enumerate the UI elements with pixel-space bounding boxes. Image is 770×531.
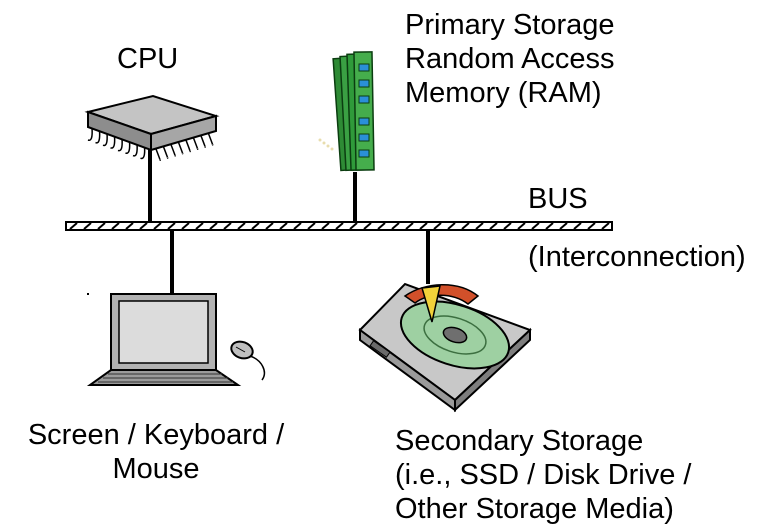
cpu-label: CPU bbox=[117, 42, 178, 76]
bus-dash bbox=[125, 222, 134, 230]
secondary-label-line-1: Secondary Storage bbox=[395, 425, 644, 457]
bus-dash bbox=[167, 222, 176, 230]
ram-label-line-2: Random Access bbox=[405, 43, 615, 75]
bus-dash bbox=[531, 222, 540, 230]
bus-dash bbox=[279, 222, 288, 230]
bus-dash bbox=[307, 222, 316, 230]
bus-dash bbox=[153, 222, 162, 230]
bus-dash bbox=[223, 222, 232, 230]
bus-dash bbox=[573, 222, 582, 230]
bus-dash bbox=[265, 222, 274, 230]
hard-disk-icon bbox=[358, 282, 532, 413]
laptop-icon bbox=[86, 293, 242, 386]
bus-dash bbox=[545, 222, 554, 230]
bus-dash bbox=[69, 222, 78, 230]
secondary-label-line-3: Other Storage Media) bbox=[395, 493, 674, 525]
bus-dash bbox=[363, 222, 372, 230]
interconnection-label-text: (Interconnection) bbox=[528, 241, 746, 273]
bus-dash bbox=[181, 222, 190, 230]
bus-dash bbox=[83, 222, 92, 230]
secondary-label-line-2: (i.e., SSD / Disk Drive / bbox=[395, 459, 692, 491]
ram-label: Primary Storage Random Access Memory (RA… bbox=[405, 8, 615, 110]
connectors bbox=[148, 148, 430, 294]
io-label: Screen / Keyboard / Mouse bbox=[6, 418, 306, 486]
cpu-pin bbox=[102, 133, 108, 147]
cpu-pin bbox=[117, 138, 123, 152]
bus-dash bbox=[111, 222, 120, 230]
bus-dash bbox=[237, 222, 246, 230]
cpu-pin bbox=[207, 133, 214, 146]
cpu-pin bbox=[177, 142, 184, 155]
io-label-line-1: Screen / Keyboard / bbox=[27, 419, 285, 451]
bus-dash bbox=[489, 222, 498, 230]
cpu-pin bbox=[155, 148, 161, 162]
ram-label-line-1: Primary Storage bbox=[405, 9, 615, 41]
bus-dash bbox=[97, 222, 106, 230]
bus-dash bbox=[517, 222, 526, 230]
bus-dash bbox=[419, 222, 428, 230]
bus-label: BUS bbox=[528, 182, 588, 216]
bus-dash bbox=[195, 222, 204, 230]
cpu-pin bbox=[200, 135, 206, 148]
bus-dash bbox=[503, 222, 512, 230]
bus-dash bbox=[587, 222, 596, 230]
cpu-chip-icon bbox=[84, 94, 220, 162]
mouse-icon bbox=[230, 340, 266, 381]
cpu-pin bbox=[185, 139, 191, 153]
ram-module-icon bbox=[318, 51, 375, 172]
cpu-pin bbox=[95, 130, 101, 144]
cpu-pin bbox=[87, 127, 93, 141]
bus-dash-pattern bbox=[69, 222, 610, 230]
bus-bar bbox=[65, 221, 613, 231]
io-label-line-2: Mouse bbox=[112, 453, 200, 485]
bus-dash bbox=[433, 222, 442, 230]
cpu-pin bbox=[170, 144, 176, 157]
cpu-pin bbox=[110, 135, 116, 149]
bus-dash bbox=[335, 222, 344, 230]
bus-dash bbox=[475, 222, 484, 230]
bus-label-text: BUS bbox=[528, 183, 588, 215]
cpu-label-text: CPU bbox=[117, 43, 179, 75]
bus-dash bbox=[251, 222, 260, 230]
bus-dash bbox=[405, 222, 414, 230]
ram-label-line-3: Memory (RAM) bbox=[405, 77, 602, 109]
bus-dash bbox=[293, 222, 302, 230]
cpu-pin bbox=[192, 137, 199, 151]
bus-dash bbox=[461, 222, 470, 230]
bus-dash bbox=[559, 222, 568, 230]
bus-dash bbox=[377, 222, 386, 230]
bus-dash bbox=[139, 222, 148, 230]
cpu-pins bbox=[87, 127, 214, 162]
interconnection-label: (Interconnection) bbox=[528, 240, 746, 274]
bus-dash bbox=[321, 222, 330, 230]
cpu-pin bbox=[162, 146, 169, 159]
bus-dash bbox=[447, 222, 456, 230]
bus-dash bbox=[349, 222, 358, 230]
bus-dash bbox=[209, 222, 218, 230]
secondary-storage-label: Secondary Storage (i.e., SSD / Disk Driv… bbox=[395, 424, 692, 526]
bus-dash bbox=[391, 222, 400, 230]
bus-dash bbox=[601, 222, 610, 230]
